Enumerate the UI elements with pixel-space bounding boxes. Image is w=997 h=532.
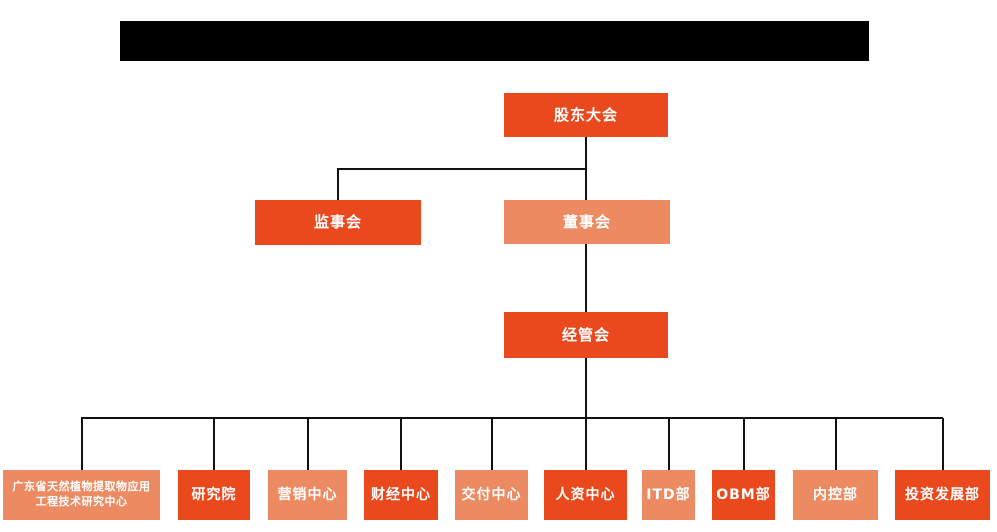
- connector-management-bus: [585, 358, 587, 418]
- redacted-title-bar: [120, 21, 869, 61]
- connector-department-drop: [942, 418, 944, 470]
- department-node: 投资发展部: [895, 470, 990, 520]
- node-label: 董事会: [562, 212, 611, 231]
- department-label: 研究院: [191, 486, 237, 503]
- department-label: 内控部: [813, 486, 858, 503]
- connector-directors-management: [585, 244, 587, 312]
- node-label: 经管会: [561, 325, 610, 344]
- department-node: 广东省天然植物提取物应用工程技术研究中心: [3, 470, 160, 520]
- node-board-of-directors: 董事会: [504, 200, 670, 244]
- department-node: 人资中心: [544, 470, 627, 520]
- connector-department-drop: [743, 418, 745, 470]
- department-node: 交付中心: [455, 470, 528, 520]
- department-node: OBM部: [712, 470, 775, 520]
- department-label: 财经中心: [371, 486, 431, 503]
- node-shareholders-meeting: 股东大会: [504, 93, 668, 137]
- department-node: 研究院: [178, 470, 250, 520]
- department-label: 营销中心: [277, 486, 338, 503]
- connector-department-drop: [307, 418, 309, 470]
- connector-department-drop: [668, 418, 670, 470]
- node-label: 股东大会: [553, 105, 618, 124]
- node-management-committee: 经管会: [504, 312, 668, 358]
- connector-department-drop: [585, 418, 587, 470]
- department-label: ITD部: [646, 486, 691, 503]
- connector-branch-horizontal: [337, 168, 587, 170]
- connector-branch-supervisors: [337, 168, 339, 200]
- department-node: 营销中心: [268, 470, 347, 520]
- connector-department-bus: [81, 417, 943, 419]
- department-node: ITD部: [642, 470, 695, 520]
- node-board-of-supervisors: 监事会: [255, 200, 421, 245]
- department-label: OBM部: [716, 486, 771, 503]
- department-label: 投资发展部: [905, 486, 980, 503]
- connector-department-drop: [213, 418, 215, 470]
- connector-department-drop: [491, 418, 493, 470]
- connector-department-drop: [400, 418, 402, 470]
- department-node: 内控部: [793, 470, 878, 520]
- department-node: 财经中心: [364, 470, 438, 520]
- department-label: 广东省天然植物提取物应用工程技术研究中心: [12, 480, 151, 508]
- department-label: 交付中心: [461, 486, 522, 503]
- node-label: 监事会: [313, 213, 362, 232]
- connector-department-drop: [835, 418, 837, 470]
- connector-department-drop: [81, 418, 83, 470]
- department-label: 人资中心: [555, 486, 616, 503]
